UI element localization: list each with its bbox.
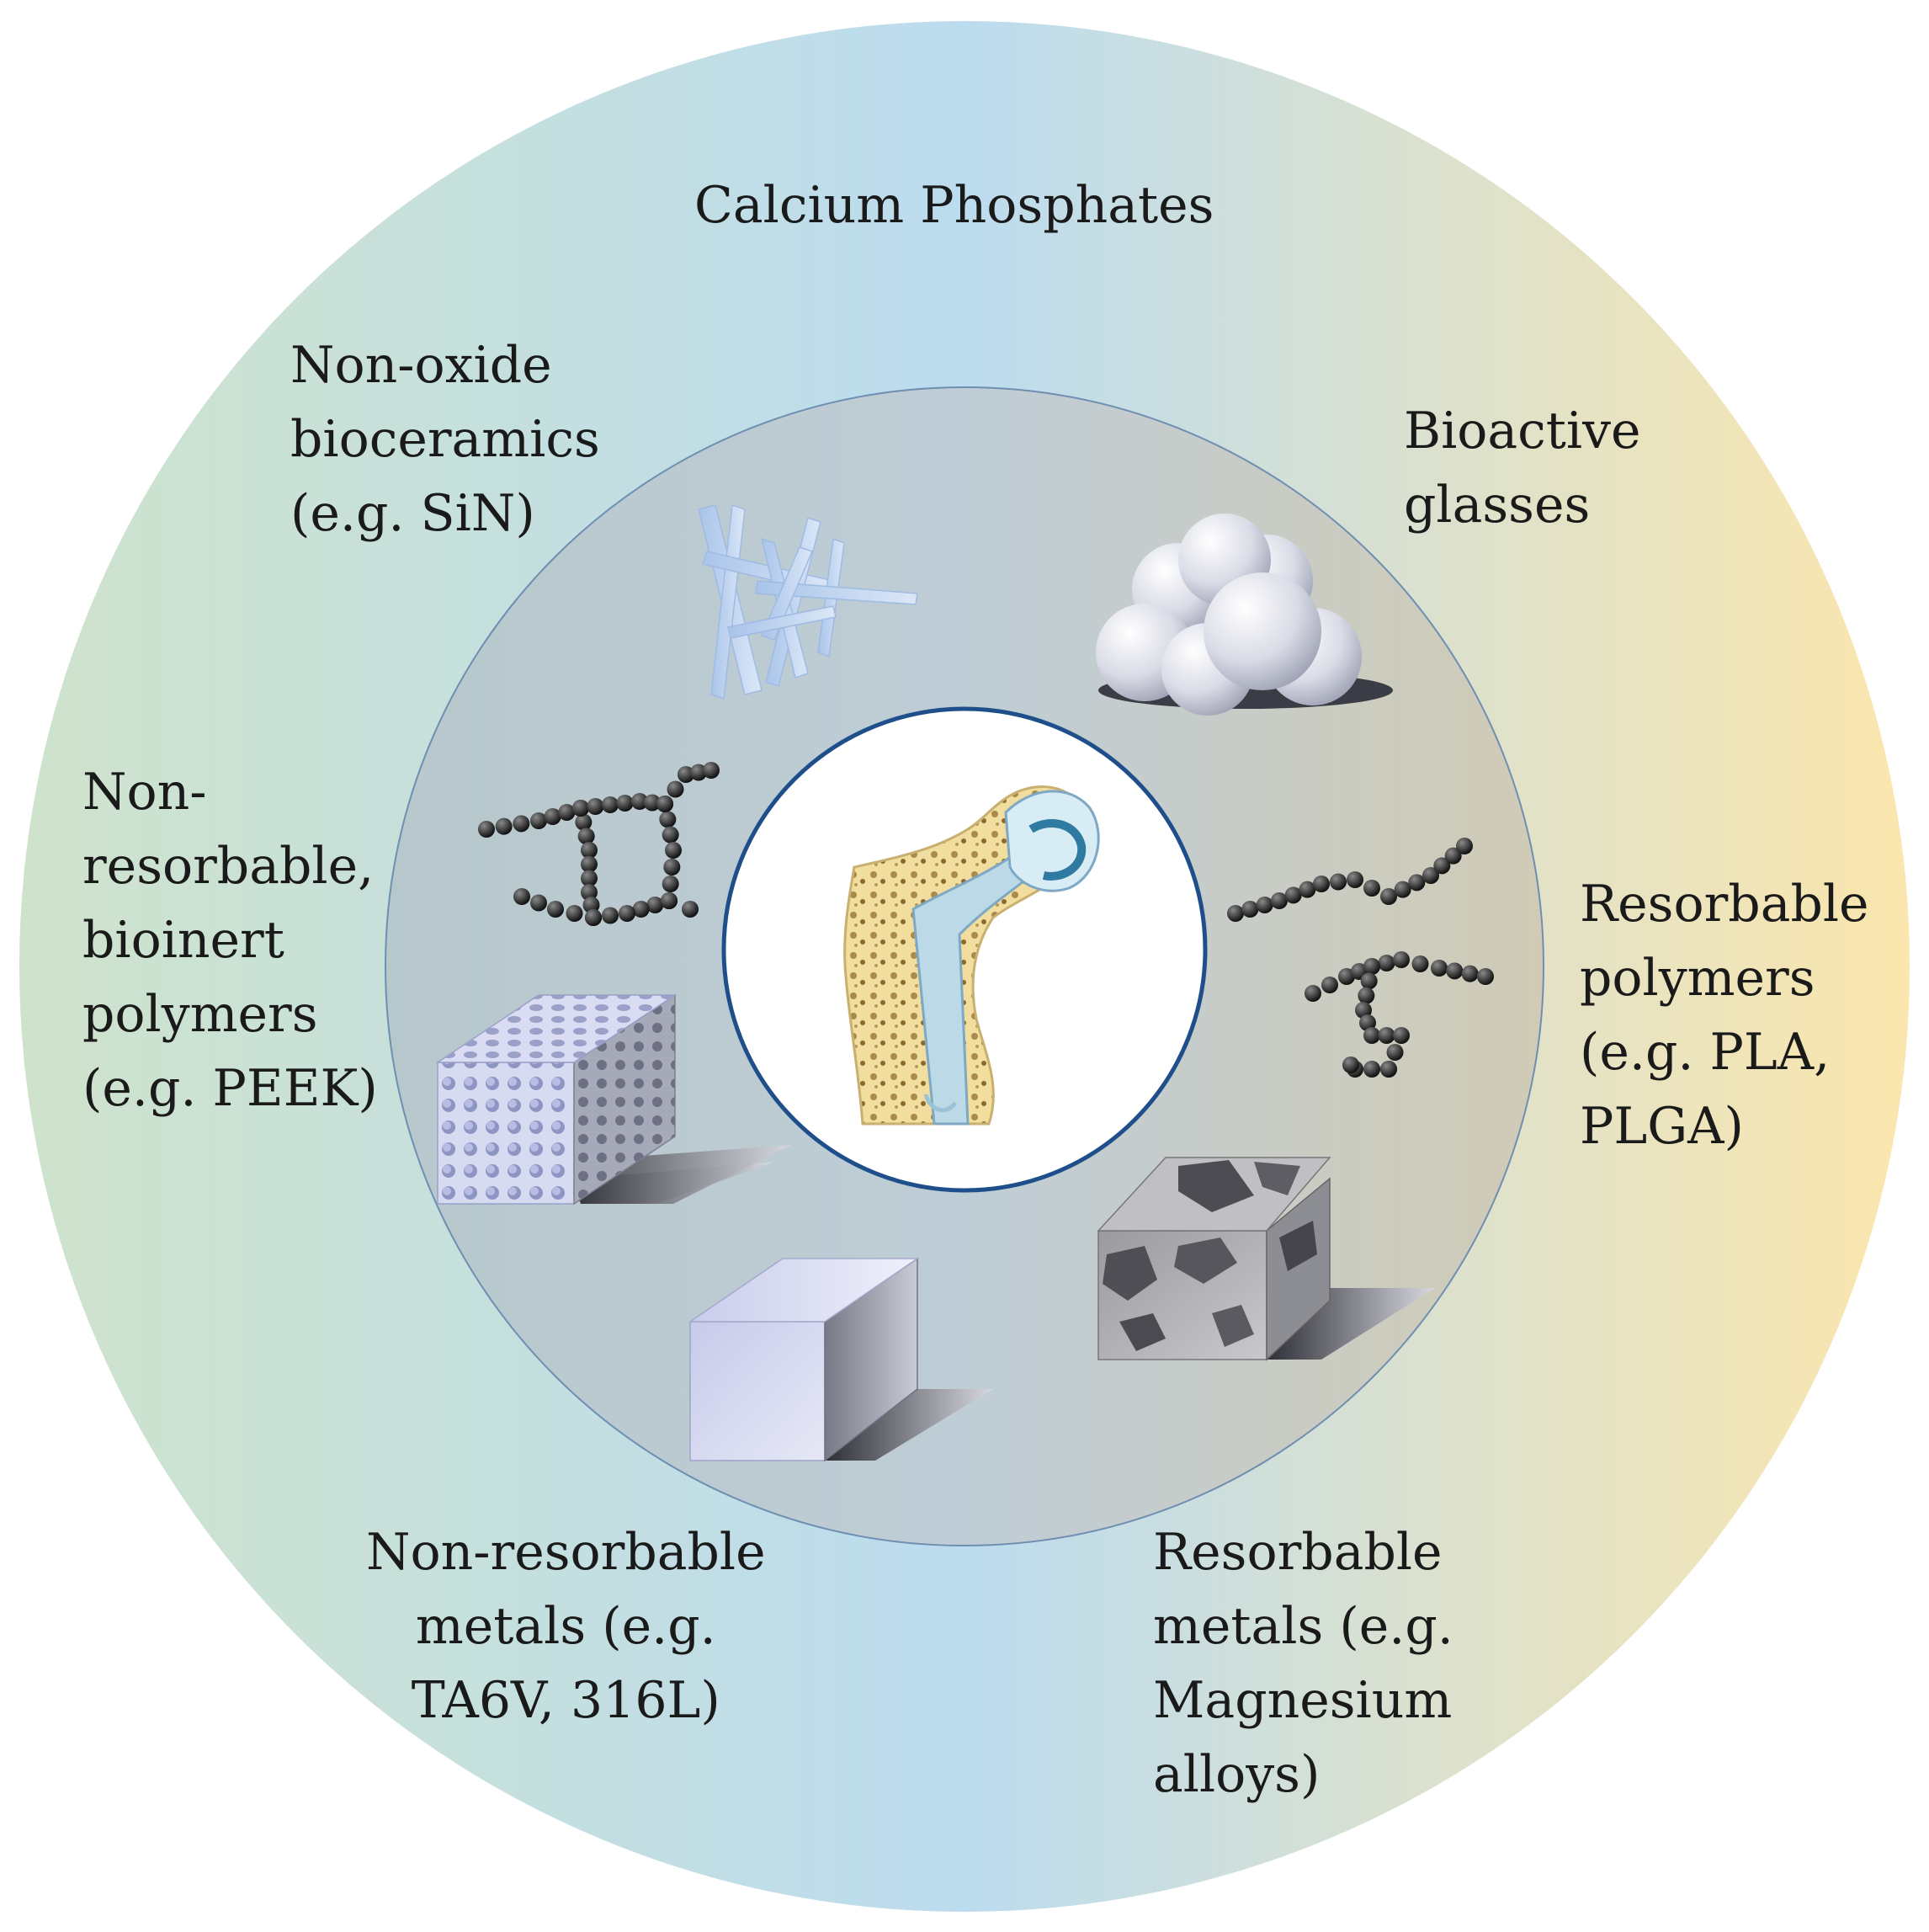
polymer-bead [1321, 977, 1338, 993]
polymer-bead [581, 842, 598, 859]
label-non-oxide-bioceramics: Non-oxide bioceramics (e.g. SiN) [290, 336, 600, 543]
polymer-bead [544, 808, 561, 825]
polymer-bead [1305, 985, 1321, 1002]
polymer-bead [682, 901, 699, 918]
polymer-bead [1378, 955, 1395, 971]
polymer-bead [1313, 876, 1330, 892]
branched-polymer-chain-icon [478, 762, 720, 926]
polymer-bead [495, 817, 513, 835]
polymer-bead [1338, 968, 1355, 985]
polymer-bead [566, 905, 583, 922]
bioactive-glass-spheres-icon [1096, 514, 1393, 716]
polymer-bead [661, 892, 678, 909]
polymer-bead [1241, 901, 1259, 918]
polymer-bead [1408, 874, 1426, 891]
polymer-bead [662, 876, 679, 892]
polymer-bead [1358, 987, 1375, 1004]
label-calcium-phosphates: Calcium Phosphates [694, 176, 1214, 235]
polymer-bead [581, 884, 598, 901]
linear-polymer-chain-icon [1227, 838, 1494, 1078]
polymer-bead [1394, 881, 1411, 898]
polymer-bead [659, 811, 677, 828]
polymer-bead [585, 909, 602, 926]
polymer-bead [1299, 881, 1316, 898]
polymer-bead [1393, 951, 1410, 968]
polymer-bead [1461, 965, 1479, 982]
calcium-phosphate-crystals-icon [698, 503, 918, 700]
polymer-bead [1363, 1027, 1380, 1044]
label-resorbable-metals: Resorbable metals (e.g. Magnesium alloys… [1153, 1523, 1453, 1804]
polymer-bead [1347, 871, 1363, 888]
polymer-bead [1227, 905, 1244, 922]
polymer-bead [667, 780, 684, 798]
polymer-bead [1271, 892, 1288, 909]
polymer-bead [1431, 960, 1448, 977]
polymer-bead [547, 901, 564, 918]
porous-polymer-block-icon [435, 993, 791, 1206]
label-non-resorbable-polymers: Non- resorbable, bioinert polymers (e.g.… [82, 763, 378, 1118]
polymer-bead [478, 821, 495, 838]
polymer-bead [1284, 886, 1302, 904]
label-resorbable-polymers: Resorbable polymers (e.g. PLA, PLGA) [1580, 875, 1869, 1156]
polymer-bead [644, 794, 661, 812]
polymer-bead [1456, 838, 1473, 854]
polymer-bead [587, 798, 604, 815]
polymer-bead [619, 905, 635, 922]
polymer-bead [1342, 1056, 1359, 1073]
polymer-bead [558, 804, 576, 821]
polymer-bead [581, 855, 598, 873]
polymer-bead [632, 901, 650, 918]
polymer-bead [1386, 1044, 1404, 1061]
polymer-bead [513, 888, 530, 905]
polymer-bead [602, 907, 619, 924]
polymer-bead [581, 870, 598, 887]
polymer-bead [572, 800, 589, 817]
polymer-bead [575, 813, 593, 831]
polymer-bead [1477, 968, 1494, 985]
polymer-bead [678, 766, 694, 783]
polymer-bead [1330, 873, 1347, 891]
polymer-bead [1363, 880, 1380, 897]
polymer-bead [1378, 1027, 1395, 1044]
polymer-bead [1433, 857, 1451, 875]
polymer-bead [1363, 1061, 1380, 1078]
polymer-bead [656, 796, 673, 812]
polymer-bead [513, 815, 530, 833]
label-bioactive-glasses: Bioactive glasses [1404, 402, 1641, 535]
polymer-bead [1380, 1061, 1397, 1078]
polymer-bead [1444, 847, 1462, 865]
polymer-bead [1363, 958, 1380, 975]
polymer-bead [631, 793, 648, 810]
polymer-bead [1411, 955, 1429, 972]
polymer-bead [1422, 867, 1439, 884]
magnesium-alloy-block-icon [1097, 1157, 1435, 1361]
polymer-bead [577, 828, 595, 845]
polymer-bead [1256, 897, 1273, 913]
polymer-bead [1393, 1027, 1410, 1044]
polymer-bead [602, 796, 619, 813]
solid-metal-block-icon [688, 1257, 993, 1462]
polymer-bead [582, 897, 600, 913]
polymer-bead [1446, 962, 1464, 980]
polymer-bead [662, 826, 679, 844]
hip-implant-icon [843, 785, 1100, 1126]
polymer-bead [690, 764, 707, 781]
polymer-bead [1360, 972, 1378, 990]
polymer-bead [616, 795, 634, 812]
polymer-bead [663, 859, 681, 876]
polymer-bead [530, 894, 547, 912]
polymer-bead [703, 762, 720, 779]
polymer-bead [646, 897, 664, 913]
polymer-bead [665, 842, 682, 859]
label-non-resorbable-metals: Non-resorbable metals (e.g. TA6V, 316L) [366, 1523, 766, 1730]
polymer-bead [1380, 888, 1397, 905]
polymer-bead [530, 812, 547, 829]
